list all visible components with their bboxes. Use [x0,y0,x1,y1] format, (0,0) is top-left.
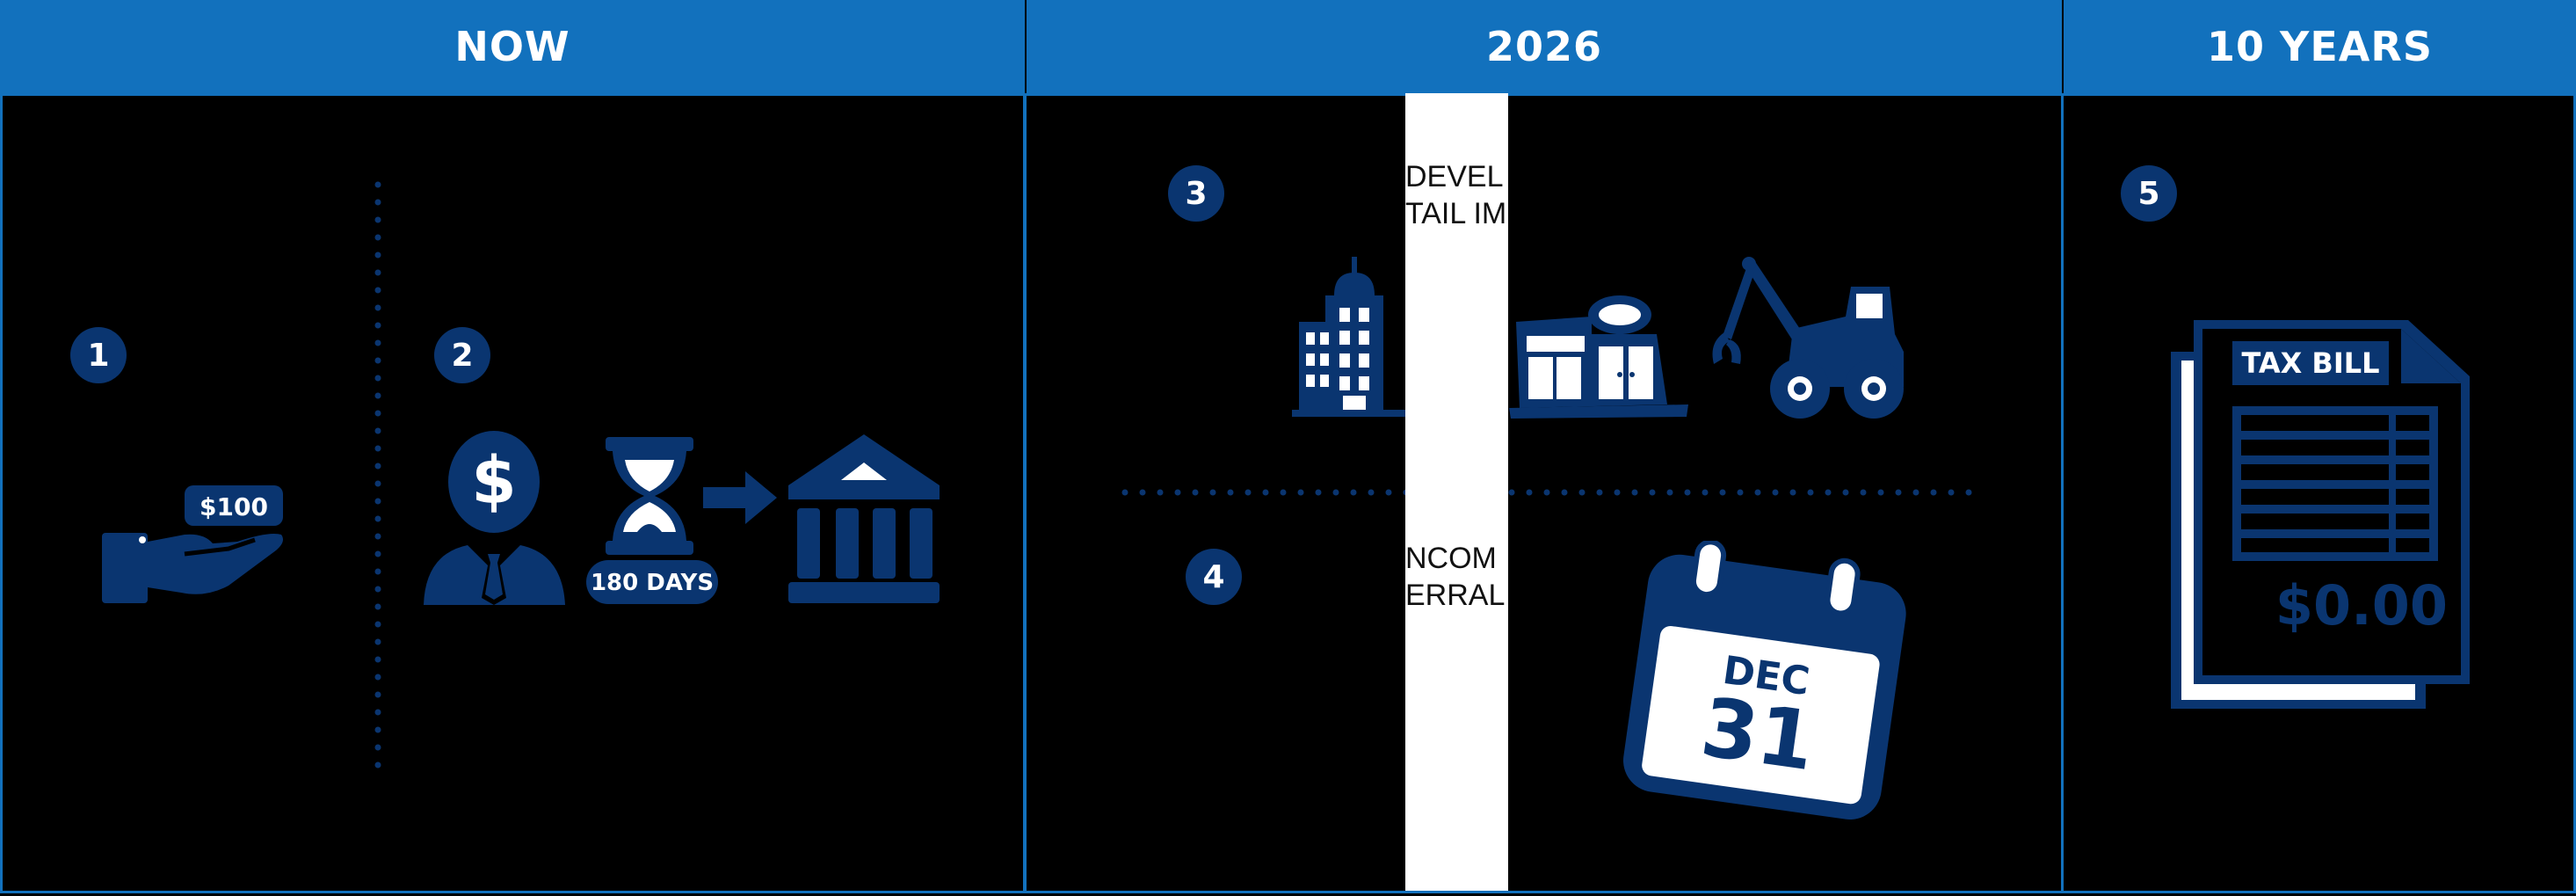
excavator-icon [1712,257,1904,419]
arrow-right-icon [703,471,777,524]
hold-period-label: 180 DAYS [591,570,714,596]
svg-text:$: $ [471,443,517,519]
tax-bill-amount-label: $0.00 [2275,573,2448,637]
cropped-text-line-b: TAIL IM [1405,197,1507,230]
step-badge-2: 2 [434,327,490,383]
tax-bill-title-label: TAX BILL [2242,346,2380,380]
bank-icon [788,434,940,603]
header-now-label: NOW [454,23,570,70]
hand-money-icon: $100 [102,485,283,603]
header-now: NOW [0,0,1025,93]
step-badge-1: 1 [70,327,127,383]
calendar-day-label: 31 [1695,680,1820,789]
horizontal-dotted-divider [1121,489,1981,496]
office-building-icon [1292,257,1406,417]
header-2026-label: 2026 [1485,23,1603,70]
header-10-years-label: 10 YEARS [2207,23,2433,70]
step-badge-5: 5 [2121,165,2177,222]
step-badge-3: 3 [1168,165,1224,222]
step-badge-4: 4 [1186,549,1242,605]
header-10-years: 10 YEARS [2064,0,2576,93]
vertical-dotted-divider [374,181,381,773]
offer-amount-label: $100 [200,492,268,521]
retail-store-icon [1509,295,1688,419]
investor-icon: $ [424,431,565,605]
cropped-text-line-c: NCOM [1405,542,1497,575]
calendar-icon: DEC 31 [1623,541,1906,820]
header-2026: 2026 [1027,0,2062,93]
hourglass-icon: 180 DAYS [586,437,718,604]
tax-bill-icon: TAX BILL $0.00 [2171,320,2470,709]
cropped-text-line-d: ERRAL [1405,579,1506,612]
cropped-text-strip: DEVEL TAIL IM NCOM ERRAL [1405,93,1508,891]
cropped-text-line-a: DEVEL [1405,160,1504,193]
